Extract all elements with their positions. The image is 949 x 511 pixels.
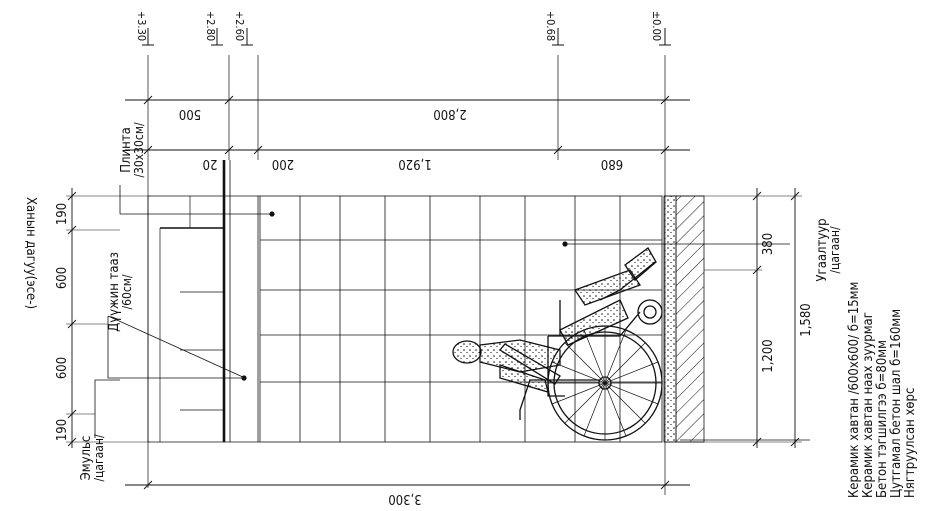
dimension-label: 500 xyxy=(179,106,201,121)
layer-label: Керамик хавтан /600x600/ б=15мм xyxy=(847,282,862,498)
dimension-row-bottom xyxy=(125,480,690,490)
dimension-label: 600 xyxy=(55,357,70,379)
layer-label: Цутгамал бетон шал б=160мм xyxy=(889,309,904,498)
leader-dots xyxy=(241,211,568,381)
elevation-marks: +3.30 +2.80 +2.60 +0.68 ±0.00 xyxy=(135,11,671,46)
dimension-column-right xyxy=(704,188,802,448)
dimension-label: 2,800 xyxy=(433,106,466,121)
tile-wall-grid xyxy=(259,195,663,443)
material-label: Угаалтуур /цагаан/ xyxy=(815,218,842,281)
elevation-label: +2.80 xyxy=(204,11,217,41)
elevation-mark: ±0.00 xyxy=(650,11,671,46)
leader-lines xyxy=(94,185,810,441)
layer-label: Керамик хавтан наах зуурмаг xyxy=(861,312,876,498)
label-emulsion-color: /цагаан/ xyxy=(92,434,106,482)
layer-label: Бетон тэгшилгээ б=80мм xyxy=(875,340,890,498)
wheelchair-wheel xyxy=(547,325,663,441)
layer-label: Нягтруулсан хөрс xyxy=(903,388,918,498)
label-plinth-size: /30x30см/ xyxy=(132,122,146,178)
extension-lines xyxy=(147,55,666,495)
elevation-mark: +2.60 xyxy=(233,11,253,46)
material-label: Плинта /30x30см/ xyxy=(119,122,146,178)
dimension-label: 680 xyxy=(601,156,623,171)
elevation-mark: +2.80 xyxy=(204,11,223,46)
dimension-label: 3,300 xyxy=(388,491,421,506)
label-plinth: Плинта xyxy=(119,127,134,173)
dimension-label: 1,200 xyxy=(761,339,776,372)
drawing-title: Ханын дагуу(эсе-) xyxy=(23,197,38,309)
dimension-row-second xyxy=(125,145,690,155)
elevation-mark: +0.68 xyxy=(544,11,564,46)
label-sink-color: /цагаан/ xyxy=(828,226,842,274)
label-emulsion: Эмульс xyxy=(79,436,94,481)
dimension-label: 200 xyxy=(272,156,294,171)
dimension-label: 1,580 xyxy=(799,303,814,336)
dimension-label: 20 xyxy=(203,156,218,171)
material-label: Эмульс /цагаан/ xyxy=(79,434,106,482)
elevation-label: +3.30 xyxy=(135,11,148,41)
material-label: Дүүжин тааз /60см/ xyxy=(107,252,134,332)
elevation-label: ±0.00 xyxy=(650,11,663,41)
dimension-label: 380 xyxy=(761,233,776,255)
dimension-label: 190 xyxy=(55,419,70,441)
elevation-mark: +3.30 xyxy=(135,11,154,46)
elevation-label: +2.60 xyxy=(233,11,246,41)
dimension-column-left xyxy=(66,188,150,448)
floor-section xyxy=(663,195,705,443)
person-figure xyxy=(452,247,657,393)
dimension-label: 1,920 xyxy=(398,156,431,171)
wheelchair-figure xyxy=(452,247,663,441)
label-ceiling-size: /60см/ xyxy=(120,274,134,309)
dimension-label: 190 xyxy=(55,203,70,225)
dimension-row-top xyxy=(125,95,690,105)
label-ceiling: Дүүжин тааз xyxy=(107,252,122,332)
ceiling-zone xyxy=(147,160,260,443)
dimension-label: 600 xyxy=(55,267,70,289)
label-sink: Угаалтуур xyxy=(815,218,830,281)
elevation-label: +0.68 xyxy=(544,11,557,41)
floor-layer-list: Керамик хавтан /600x600/ б=15мм Керамик … xyxy=(847,282,918,498)
